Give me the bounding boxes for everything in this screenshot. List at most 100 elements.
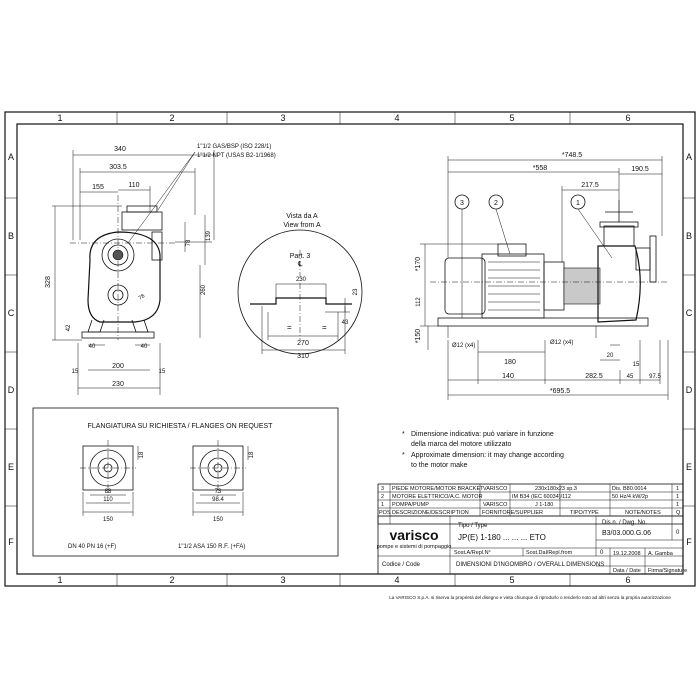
overall-dimensions-title: DIMENSIONI D'INGOMBRO / OVERALL DIMENSIO… (456, 562, 604, 568)
hole-callout-left: Ø12 (x4) (452, 343, 475, 349)
view-a-dim-23: 23 (353, 288, 359, 295)
col-label-4-bottom: 4 (394, 575, 399, 585)
dim-15-left: 15 (72, 369, 79, 375)
parts-header-supplier: FORNITORE/SUPPLIER (482, 510, 543, 516)
note-star-en: * (402, 452, 405, 459)
flange-right-dim-150: 150 (213, 517, 224, 523)
view-a-dim-310: 310 (297, 353, 309, 360)
row-label-a: A (8, 152, 14, 162)
parts-row-2-type: IM B34 (IEC 60034)/112 (512, 494, 571, 500)
slot-marker-left: = (287, 323, 292, 332)
dim-328: 328 (45, 276, 52, 288)
dim-15-right: 15 (159, 369, 166, 375)
balloon-1-label: 1 (576, 200, 580, 207)
flange-left-dim-110: 110 (103, 497, 113, 503)
col-label-1-bottom: 1 (57, 575, 62, 585)
col-label-2-bottom: 2 (169, 575, 174, 585)
dim-40-right: 40 (141, 344, 148, 350)
col-label-3: 3 (280, 113, 285, 123)
dis-label: Dis.n. / Dwg. No. (602, 520, 647, 526)
parts-header-notes: NOTE/NOTES (625, 510, 661, 516)
col-label-5-bottom: 5 (509, 575, 514, 585)
side-view-assembly (430, 200, 668, 338)
parts-row-1-qty: 1 (676, 502, 679, 508)
brand-logo: varisco (389, 527, 438, 543)
dim-180: 180 (504, 359, 516, 366)
parts-row-3-desc: PIEDE MOTORE/MOTOR BRACKET (392, 486, 484, 492)
note-line-1: Dimensione indicativa: può variare in fu… (411, 431, 554, 438)
note-line-3: Approximate dimension: it may change acc… (411, 452, 564, 459)
note-line-2: della marca del motore utilizzato (411, 441, 511, 448)
dim-45: 45 (627, 374, 634, 380)
thread-callout-npt: 1"1/2 NPT (USAS B2-1/1968) (197, 153, 276, 159)
dim-217-5: 217.5 (581, 182, 599, 189)
view-a-dim-43: 43 (342, 320, 349, 326)
dim-748-5: *748.5 (562, 152, 582, 159)
balloon-3 (454, 194, 470, 318)
note-line-4: to the motor make (411, 462, 468, 469)
dim-340: 340 (114, 146, 126, 153)
row-label-f-right: F (686, 537, 692, 547)
parts-header-desc: DESCRIZIONE/DESCRIPTION (392, 510, 469, 516)
row-label-c: C (8, 308, 15, 318)
dim-200: 200 (112, 363, 124, 370)
flanges-title: FLANGIATURA SU RICHIESTA / FLANGES ON RE… (88, 423, 274, 430)
col-label-2: 2 (169, 113, 174, 123)
flanges-panel (32, 407, 339, 557)
parts-row-3-type: 230x180x23 sp.3 (535, 486, 577, 492)
flange-left-label: DN 40 PN 16 (+F) (68, 544, 116, 550)
parts-row-3-pos: 3 (381, 486, 384, 492)
dim-97-5: 97.5 (649, 374, 661, 380)
thread-callout-bsp: 1"1/2 GAS/BSP (ISO 228/1) (197, 144, 271, 150)
col-label-3-bottom: 3 (280, 575, 285, 585)
flange-right-label: 1"1/2 ASA 150 R.F. (+FA) (178, 544, 245, 550)
flange-right-dim-98-4: 98.4 (212, 497, 224, 503)
dim-558: *558 (533, 165, 548, 172)
note-star-it: * (402, 431, 405, 438)
balloon-2 (488, 194, 511, 255)
parts-row-3-notes: Dis. B80.0014 (612, 486, 647, 492)
dim-110: 110 (128, 182, 139, 189)
hole-callout-right: Ø12 (x4) (550, 340, 573, 346)
date-label: Data / Date (613, 568, 641, 574)
front-radius-78: 78 (138, 293, 146, 301)
parts-row-1-desc: POMPA/PUMP (392, 502, 429, 508)
slot-marker-right: = (322, 323, 327, 332)
parts-row-2-desc: MOTORE ELETTRICO/A.C. MOTOR (392, 494, 483, 500)
parts-header-pos: POS (379, 510, 391, 516)
dim-695-5: *695.5 (550, 388, 570, 395)
dim-112: 112 (416, 297, 422, 307)
title-block (377, 515, 684, 575)
centerline-mark: ℄ (297, 261, 303, 268)
parts-row-2-qty: 1 (676, 494, 679, 500)
view-a-part: Part. 3 (290, 253, 311, 260)
brand-tagline: pompe e sistemi di pompaggio (377, 544, 452, 550)
dim-42: 42 (66, 324, 72, 331)
front-view-pump: 78 (70, 195, 175, 340)
dim-40-left: 40 (89, 344, 96, 350)
parts-header-type: TIPO/TYPE (570, 510, 599, 516)
balloon-3-label: 3 (460, 200, 464, 207)
outer-frame (4, 111, 696, 587)
row-label-f: F (8, 537, 14, 547)
balloon-2-label: 2 (494, 200, 498, 207)
sost-a-label: Sost.A/Repl.N° (454, 550, 491, 556)
row-label-b-right: B (686, 231, 692, 241)
view-a-title-en: View from A (283, 222, 321, 229)
signature-label: Firma/Signature (648, 568, 687, 574)
dim-230: 230 (112, 381, 124, 388)
row-label-b: B (8, 231, 14, 241)
tipo-label: Tipo / Type (458, 523, 488, 529)
row-label-c-right: C (686, 308, 693, 318)
dim-155: 155 (92, 184, 104, 191)
dim-140: 140 (502, 373, 514, 380)
parts-row-1-type: J 1-180 (535, 502, 553, 508)
row-label-d-right: D (686, 385, 693, 395)
view-a-detail: = = ℄ (237, 229, 363, 355)
frame-grid-marks (5, 112, 695, 586)
revision-number: 0 (676, 530, 680, 536)
col-label-6-bottom: 6 (625, 575, 630, 585)
parts-row-3-supplier: VARISCO (483, 486, 508, 492)
dim-190-5: 190.5 (631, 166, 649, 173)
